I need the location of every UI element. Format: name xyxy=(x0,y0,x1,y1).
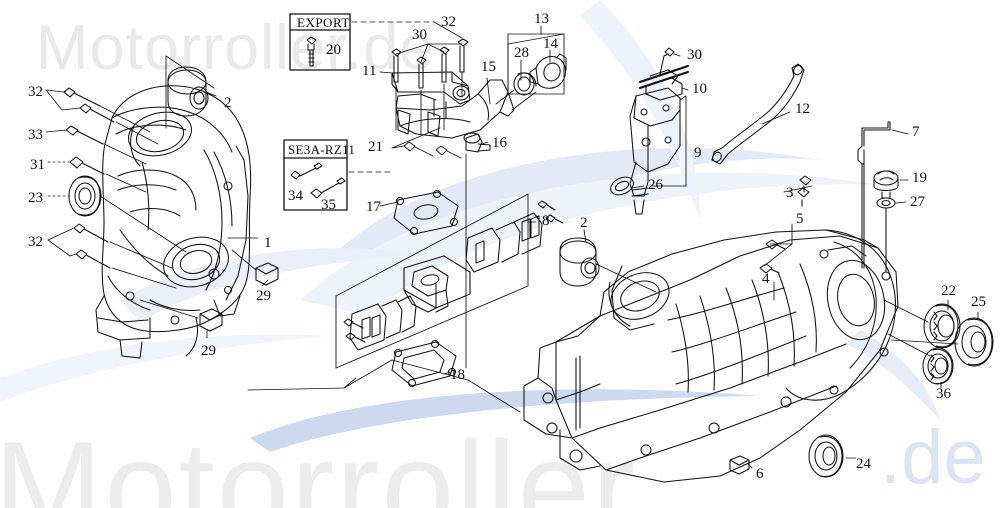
part-23-oil-seal xyxy=(68,175,102,217)
callout-31: 31 xyxy=(30,157,45,173)
left-crankcase-cover-body xyxy=(95,85,252,359)
oil-pump-leaders xyxy=(631,53,689,189)
callout-29-b: 29 xyxy=(201,343,216,359)
callout-30-pump: 30 xyxy=(687,47,702,63)
callout-18: 18 xyxy=(450,367,465,383)
assembly-guide-lines xyxy=(247,359,521,413)
manifold-leader-lines xyxy=(379,21,491,159)
right-crankcase-leaders xyxy=(583,185,813,469)
left-bolts xyxy=(63,87,115,269)
callout-19: 19 xyxy=(912,170,927,186)
export-inset-box xyxy=(289,13,351,71)
callout-17: 17 xyxy=(366,199,381,215)
callout-24: 24 xyxy=(856,456,871,472)
callout-10: 10 xyxy=(692,81,707,97)
part-19-filler-cap xyxy=(873,170,899,199)
variant-box-title: SE3A-RZ11 xyxy=(288,142,356,157)
callout-32-a: 32 xyxy=(28,84,43,100)
callout-15: 15 xyxy=(481,59,496,75)
callout-11: 11 xyxy=(362,63,377,79)
part-27-washer xyxy=(876,197,896,273)
callout-21: 21 xyxy=(368,139,383,155)
callout-16: 16 xyxy=(492,135,507,151)
callout-33: 33 xyxy=(28,127,43,143)
callout-2-right: 2 xyxy=(580,215,588,231)
manifold-bolts xyxy=(391,38,469,89)
callout-32-b: 32 xyxy=(28,234,43,250)
callout-29-a: 29 xyxy=(256,288,271,304)
callout-2-left: 2 xyxy=(224,95,232,111)
callout-35: 35 xyxy=(321,197,336,213)
callout-28: 28 xyxy=(514,45,529,61)
reed-valve-leaders xyxy=(335,153,537,375)
variant-inset-box xyxy=(283,139,348,211)
callout-32-manifold: 32 xyxy=(441,14,456,30)
export-box-title: EXPORT xyxy=(297,15,350,30)
callout-14: 14 xyxy=(543,36,558,52)
oil-line-leader xyxy=(761,111,791,125)
callout-20: 20 xyxy=(326,42,341,58)
callout-34: 34 xyxy=(288,188,303,204)
callout-9: 9 xyxy=(694,145,702,161)
callout-13: 13 xyxy=(534,11,549,27)
callout-25: 25 xyxy=(971,294,986,310)
part-12-oil-line xyxy=(711,63,805,165)
callout-36: 36 xyxy=(936,386,951,402)
callout-26: 26 xyxy=(648,177,663,193)
right-crankcase-body xyxy=(523,175,899,483)
callout-5: 5 xyxy=(796,211,804,227)
bearings-group xyxy=(808,303,994,478)
callout-3: 3 xyxy=(786,185,794,201)
callout-4: 4 xyxy=(762,271,770,287)
part-7-dipstick xyxy=(857,121,891,269)
part-29-dowels xyxy=(199,262,279,332)
bearings-leaders xyxy=(845,299,979,459)
callout-22: 22 xyxy=(941,283,956,299)
callout-6: 6 xyxy=(756,466,764,482)
callout-23: 23 xyxy=(28,190,43,206)
left-leader-lines xyxy=(45,55,269,339)
callout-30-manifold: 30 xyxy=(412,27,427,43)
callout-7: 7 xyxy=(912,124,920,140)
callout-12: 12 xyxy=(795,101,810,117)
carb-insulator-leaders xyxy=(495,25,565,111)
callout-1: 1 xyxy=(264,235,272,251)
callout-8: 8 xyxy=(542,213,550,229)
reed-valve-assembly xyxy=(343,189,564,388)
oil-pump-assembly xyxy=(610,47,689,215)
callout-27: 27 xyxy=(910,194,925,210)
dipstick-leaders xyxy=(891,129,909,204)
